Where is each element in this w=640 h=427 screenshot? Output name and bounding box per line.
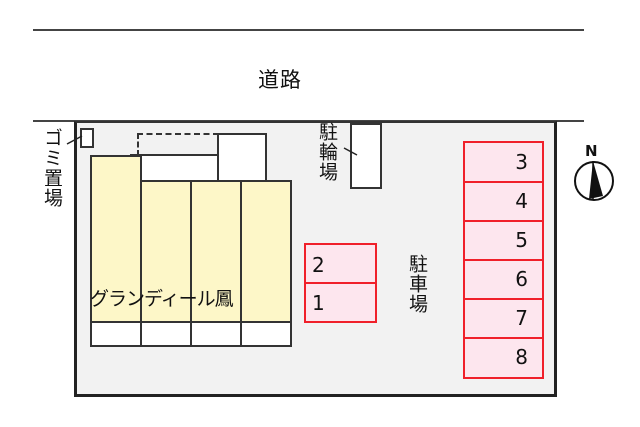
compass-arrow-icon [574,161,614,201]
bicycle-parking-box [350,123,382,189]
building-balcony-1 [90,321,142,347]
annex-tall [217,133,267,182]
parking-slot-number: 3 [515,150,528,174]
parking-group-right: 3 4 5 6 7 8 [463,141,544,379]
building-balcony-2 [140,321,192,347]
parking-slot-5: 5 [465,221,542,261]
parking-slot-number: 8 [515,345,528,369]
parking-slot-4: 4 [465,182,542,222]
building-balcony-3 [190,321,242,347]
parking-slot-number: 5 [515,228,528,252]
annex-lower [130,154,219,182]
parking-slot-3: 3 [465,143,542,183]
parking-slot-2: 2 [306,245,375,284]
car-parking-label: 駐車場 [406,254,428,314]
north-compass: N [572,142,616,205]
garbage-leader-line [66,135,83,145]
parking-group-left: 2 1 [304,243,377,323]
parking-slot-number: 4 [515,189,528,213]
parking-slot-number: 1 [312,291,325,315]
dashed-outline-area [137,133,219,156]
parking-slot-number: 2 [312,253,325,277]
building-unit-2 [140,180,192,323]
bicycle-parking-label: 駐輪場 [316,122,338,182]
parking-slot-number: 6 [515,267,528,291]
compass-north-label: N [585,142,598,160]
building-balcony-4 [240,321,292,347]
building-name: グランディール鳳 [90,288,234,310]
parking-slot-6: 6 [465,260,542,300]
parking-slot-7: 7 [465,299,542,339]
road-label: 道路 [258,68,302,92]
bicycle-leader-line [343,147,358,156]
garbage-area-box [80,128,94,148]
road-edge-top [33,29,584,31]
parking-slot-8: 8 [465,338,542,378]
parking-slot-number: 7 [515,306,528,330]
parking-slot-1: 1 [306,284,375,323]
garbage-area-label: ゴミ置場 [41,128,63,208]
